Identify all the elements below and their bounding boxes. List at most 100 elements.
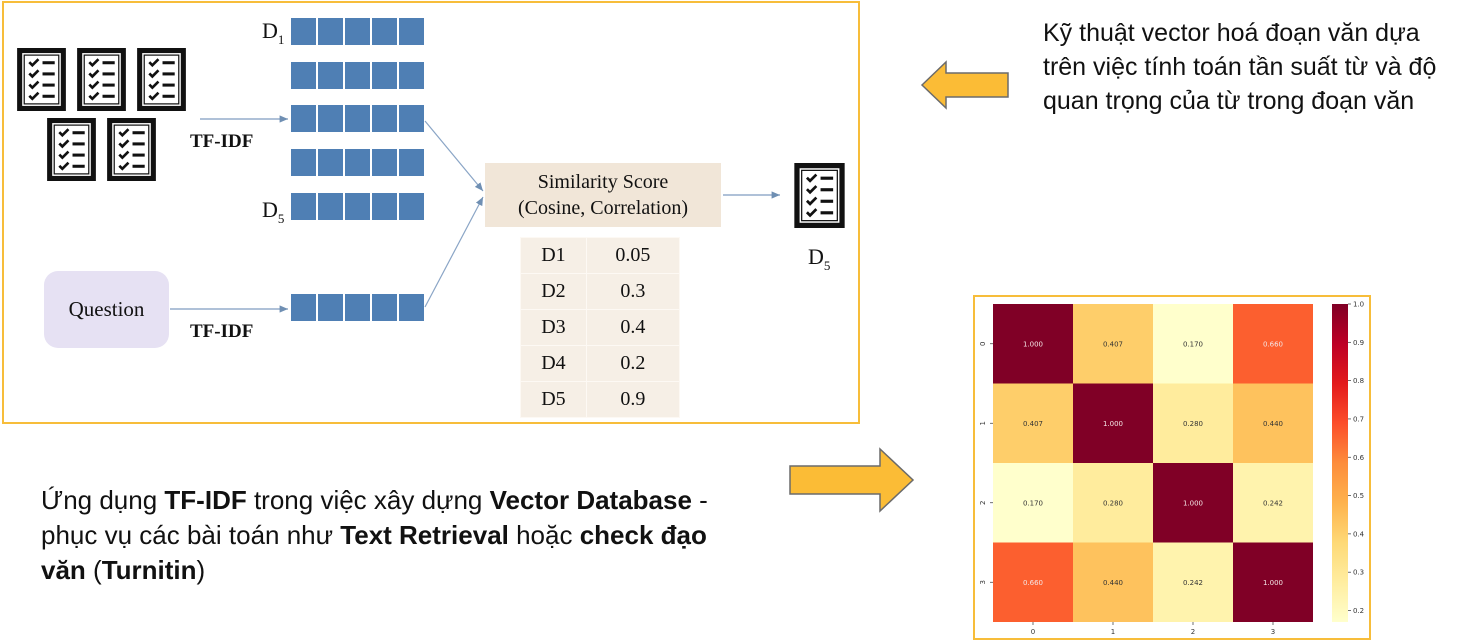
vector-cell — [318, 18, 343, 45]
y-tick-label: 1 — [979, 421, 987, 425]
heatmap-cell-label: 0.170 — [1183, 340, 1203, 348]
tfidf-label-documents: TF-IDF — [190, 131, 254, 152]
heatmap-cell — [1153, 542, 1233, 622]
vector-cell — [372, 193, 397, 220]
vector-label-d5-sub: 5 — [277, 211, 285, 226]
heatmap-cell — [1233, 542, 1313, 622]
vector-cell — [372, 149, 397, 176]
heatmap-cell — [1233, 383, 1313, 463]
document-icon — [17, 48, 66, 111]
heatmap-cell — [993, 542, 1073, 622]
heatmap-cell-label: 0.440 — [1103, 579, 1123, 587]
heatmap-cell — [1153, 463, 1233, 543]
vector-cell — [291, 149, 316, 176]
vector-cell — [291, 62, 316, 89]
document-vector-row — [291, 105, 424, 132]
heatmap-cell-label: 0.407 — [1103, 340, 1123, 348]
highlight-term: Vector Database — [489, 485, 692, 515]
vector-cell — [372, 294, 397, 321]
text-fragment: Ứng dụng — [41, 485, 165, 515]
score-doc: D5 — [520, 381, 587, 418]
text-fragment: ) — [196, 555, 206, 585]
y-tick-label: 3 — [979, 580, 987, 584]
colorbar-tick-label: 0.9 — [1353, 339, 1364, 347]
text-fragment: hoặc — [508, 520, 580, 550]
right-arrow-icon — [789, 447, 915, 513]
result-label-sub: 5 — [823, 258, 831, 273]
document-icon — [77, 48, 126, 111]
highlight-term: Text Retrieval — [340, 520, 509, 550]
document-icon — [47, 118, 96, 181]
vector-cell — [291, 105, 316, 132]
vector-cell — [372, 18, 397, 45]
colorbar-tick-label: 0.3 — [1353, 569, 1364, 577]
vector-label-d1: D1 — [262, 18, 284, 48]
vector-cell — [399, 105, 424, 132]
vector-cell — [399, 62, 424, 89]
x-tick-label: 0 — [1031, 628, 1035, 636]
vector-label-d5-main: D — [262, 197, 278, 222]
vector-cell — [399, 18, 424, 45]
vector-cell — [318, 193, 343, 220]
colorbar-tick-label: 0.2 — [1353, 607, 1364, 615]
y-tick-label: 2 — [979, 501, 987, 505]
text-fragment: - phục vụ các bài toán như — [41, 485, 708, 550]
text-fragment: ( — [85, 555, 102, 585]
vector-cell — [345, 294, 370, 321]
highlight-term: Turnitin — [101, 555, 197, 585]
heatmap-cell-label: 0.407 — [1023, 420, 1043, 428]
document-vector-row — [291, 62, 424, 89]
heatmap-cell — [1073, 463, 1153, 543]
vector-label-d1-main: D — [262, 18, 278, 43]
heatmap-cell-label: 0.170 — [1023, 499, 1043, 507]
heatmap-cell — [993, 463, 1073, 543]
document-vector-row — [291, 149, 424, 176]
x-tick-label: 3 — [1271, 628, 1275, 636]
colorbar — [1332, 304, 1348, 622]
vector-cell — [345, 149, 370, 176]
vector-cell — [345, 62, 370, 89]
score-doc: D1 — [520, 237, 587, 274]
heatmap-cell — [1153, 383, 1233, 463]
application-description: Ứng dụng TF-IDF trong việc xây dựng Vect… — [41, 483, 741, 588]
similarity-title: Similarity Score — [537, 171, 669, 193]
vector-label-d1-sub: 1 — [277, 32, 285, 47]
colorbar-tick-label: 0.6 — [1353, 454, 1365, 462]
vector-label-d5: D5 — [262, 197, 284, 227]
heatmap-cell — [1233, 463, 1313, 543]
heatmap-cell — [1153, 304, 1233, 384]
result-document-icon — [794, 163, 845, 228]
tfidf-label-question: TF-IDF — [190, 321, 254, 342]
heatmap-cell-label: 0.280 — [1103, 499, 1123, 507]
heatmap-cell-label: 0.440 — [1263, 420, 1283, 428]
x-tick-label: 2 — [1191, 628, 1195, 636]
heatmap-cell — [993, 304, 1073, 384]
vector-cell — [345, 105, 370, 132]
left-arrow-icon — [920, 60, 1009, 110]
heatmap-cell-label: 0.280 — [1183, 420, 1203, 428]
heatmap-cell — [1233, 304, 1313, 384]
heatmap-cell-label: 1.000 — [1263, 579, 1283, 587]
score-value: 0.3 — [585, 273, 681, 310]
question-box: Question — [44, 271, 169, 348]
vector-cell — [291, 294, 316, 321]
heatmap-cell-label: 1.000 — [1183, 499, 1203, 507]
vector-cell — [318, 62, 343, 89]
heatmap-cell — [1073, 383, 1153, 463]
y-tick-label: 0 — [979, 342, 987, 346]
colorbar-tick-label: 1.0 — [1353, 301, 1364, 309]
result-label: D5 — [808, 244, 830, 274]
text-fragment: trong việc xây dựng — [246, 485, 490, 515]
heatmap-cell — [1073, 542, 1153, 622]
vector-cell — [291, 193, 316, 220]
vector-cell — [291, 18, 316, 45]
colorbar-tick-label: 0.4 — [1353, 530, 1365, 538]
vector-cell — [318, 294, 343, 321]
